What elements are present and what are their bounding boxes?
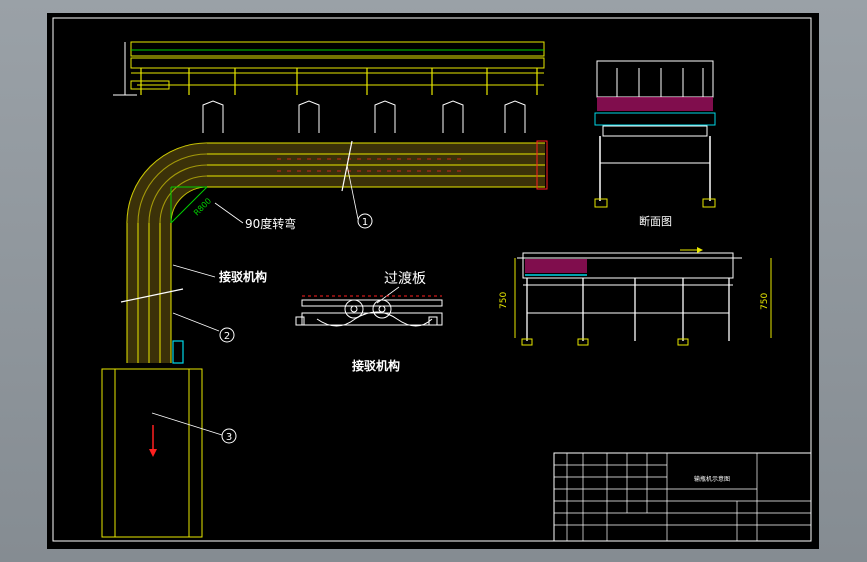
leader-lines — [151, 164, 359, 436]
svg-text:2: 2 — [224, 331, 230, 342]
title-block: 输瓶机示意图 — [553, 452, 812, 542]
drawing-border — [52, 17, 812, 542]
transition-plate-detail: 过渡板 接驳机构 — [295, 271, 443, 373]
guide-profiles — [202, 100, 526, 133]
svg-text:1: 1 — [362, 217, 368, 228]
connector-label: 接驳机构 — [219, 269, 267, 284]
section-view-label: 断面图 — [639, 214, 672, 228]
side-elevation-view: 750 750 — [499, 247, 772, 346]
turn-label: 90度转弯 — [245, 216, 296, 231]
height-dimension-right: 750 — [760, 293, 770, 310]
callout-2: 2 — [219, 327, 235, 343]
top-elevation-view — [113, 41, 545, 96]
plan-view-conveyor — [120, 140, 548, 364]
discharge-box — [101, 368, 203, 538]
callout-1: 1 — [357, 213, 373, 229]
drawing-sheet: 1 2 3 R800 90度转弯 接驳机构 过渡板 — [47, 13, 819, 549]
drawing-canvas: 1 2 3 R800 90度转弯 接驳机构 过渡板 — [52, 17, 812, 542]
transition-plate-label: 过渡板 — [384, 271, 426, 287]
svg-text:3: 3 — [226, 432, 232, 443]
callout-3: 3 — [221, 428, 237, 444]
title-block-title: 输瓶机示意图 — [694, 475, 730, 483]
section-view: 断面图 — [594, 60, 716, 228]
connector-detail-label: 接驳机构 — [352, 358, 400, 373]
height-dimension-left: 750 — [499, 292, 509, 309]
